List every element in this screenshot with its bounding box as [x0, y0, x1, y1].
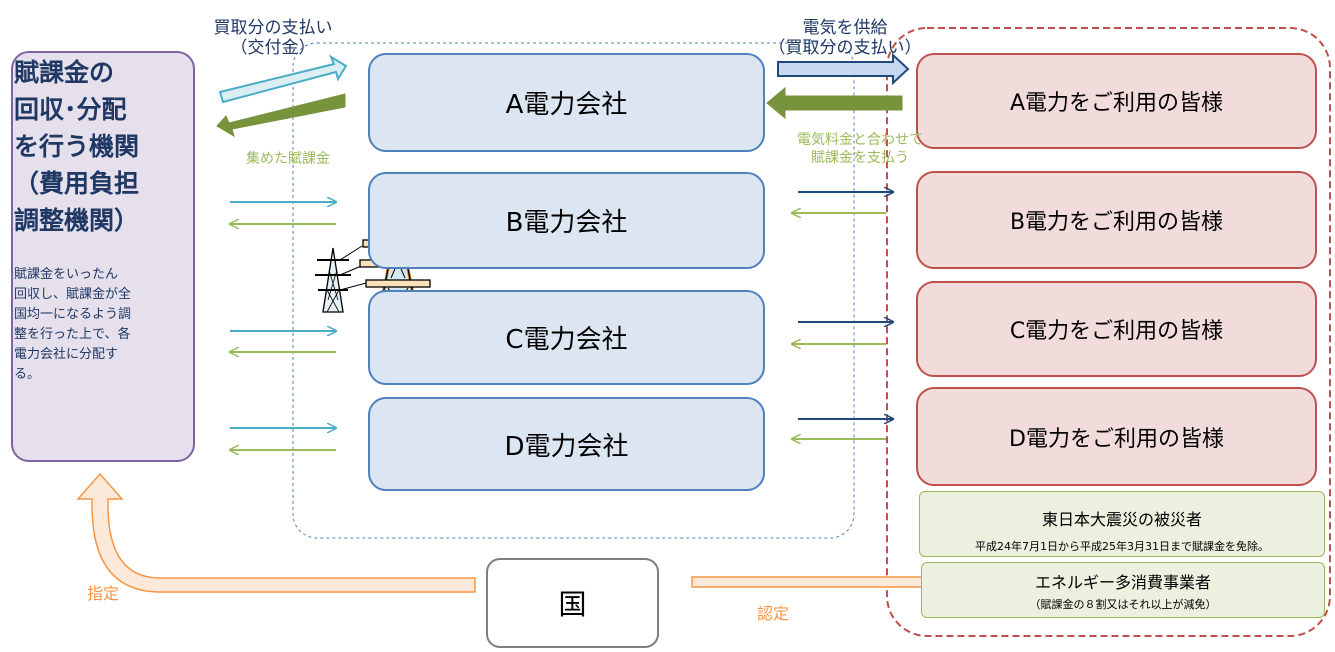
company-group-frame	[292, 42, 855, 539]
agency-description: 賦課金をいったん 回収し、賦課金が全 国均一になるよう調 整を行った上で、各 電…	[14, 267, 132, 382]
customer-c-box: C電力をご利用の皆様	[916, 281, 1317, 377]
customer-a-box: A電力をご利用の皆様	[916, 53, 1317, 149]
cost-adjustment-agency-box	[11, 51, 195, 462]
electricity-supply-block-arrow	[777, 52, 910, 86]
disaster-victims-box: 東日本大震災の被災者 平成24年7月1日から平成25年3月31日まで賦課金を免除…	[919, 491, 1325, 557]
collected-levy-arrow	[216, 93, 346, 138]
designate-arrow	[76, 472, 476, 593]
pay-with-bill-label: 電気料金と合わせて 賦課金を支払う	[797, 132, 923, 166]
disaster-victims-title: 東日本大震災の被災者	[1041, 510, 1202, 529]
customer-d-box: D電力をご利用の皆様	[916, 387, 1317, 486]
electricity-supply-label: 電気を供給 （買取分の支払い）	[768, 18, 922, 58]
designate-label: 指定	[86, 584, 119, 603]
company-b-box: B電力会社	[368, 172, 765, 269]
company-d-box: D電力会社	[368, 397, 765, 491]
country-box: 国	[486, 558, 659, 648]
customer-group-frame	[886, 27, 1331, 637]
company-a-box: A電力会社	[368, 53, 765, 152]
energy-intensive-users-note: （賦課金の８割又はそれ以上が減免）	[1029, 598, 1217, 611]
energy-intensive-users-box: エネルギー多消費事業者 （賦課金の８割又はそれ以上が減免）	[921, 562, 1325, 618]
agency-title: 賦課金の 回収･分配 を行う機関 （費用負担 調整機関）	[14, 58, 140, 235]
customer-b-box: B電力をご利用の皆様	[916, 171, 1317, 269]
certify-arrow	[691, 569, 944, 595]
grant-payment-label: 買取分の支払い （交付金）	[213, 18, 333, 58]
company-c-box: C電力会社	[368, 290, 765, 385]
certify-label: 認定	[756, 604, 789, 623]
grant-payment-arrow	[218, 54, 348, 104]
levy-payment-block-arrow	[766, 86, 903, 120]
energy-intensive-users-title: エネルギー多消費事業者	[1034, 573, 1211, 592]
collected-levy-label: 集めた賦課金	[246, 151, 330, 167]
disaster-victims-note: 平成24年7月1日から平成25年3月31日まで賦課金を免除。	[975, 540, 1269, 553]
